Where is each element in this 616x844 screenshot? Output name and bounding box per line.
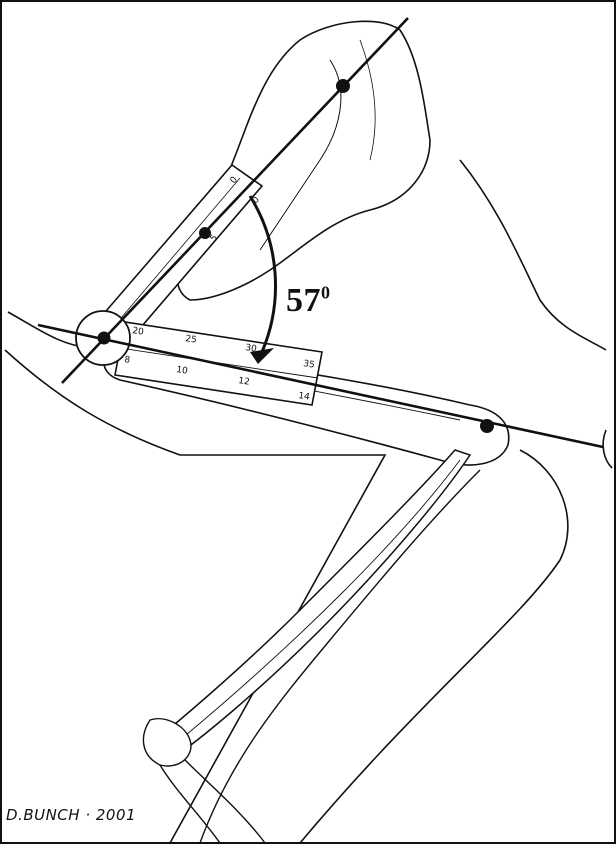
lower-tick-10: 10 bbox=[176, 365, 189, 377]
angle-degree-mark: 0 bbox=[321, 283, 331, 303]
scapula-landmark-point bbox=[336, 79, 350, 93]
lower-tick-20: 20 bbox=[132, 326, 145, 338]
lower-tick-35: 35 bbox=[303, 359, 316, 371]
abdomen-contour bbox=[460, 160, 606, 350]
shoulder-joint-point bbox=[98, 332, 111, 345]
stifle-skin-contour bbox=[603, 430, 612, 468]
metacarpal-line-b bbox=[185, 760, 265, 843]
metacarpal-line-a bbox=[160, 765, 220, 843]
elbow-landmark-point bbox=[480, 419, 494, 433]
lower-tick-14: 14 bbox=[298, 391, 311, 403]
lower-tick-12: 12 bbox=[238, 376, 251, 388]
angle-label: 570 bbox=[286, 282, 331, 320]
leg-rear-contour bbox=[200, 470, 480, 843]
scapula-bone bbox=[177, 21, 430, 300]
angle-value: 57 bbox=[286, 282, 321, 319]
lower-tick-25: 25 bbox=[185, 334, 198, 346]
leg-front-contour bbox=[300, 450, 568, 843]
forearm-bones bbox=[150, 450, 470, 760]
artist-signature: D.BUNCH · 2001 bbox=[6, 806, 136, 824]
scapula-lower-landmark-point bbox=[199, 227, 211, 239]
